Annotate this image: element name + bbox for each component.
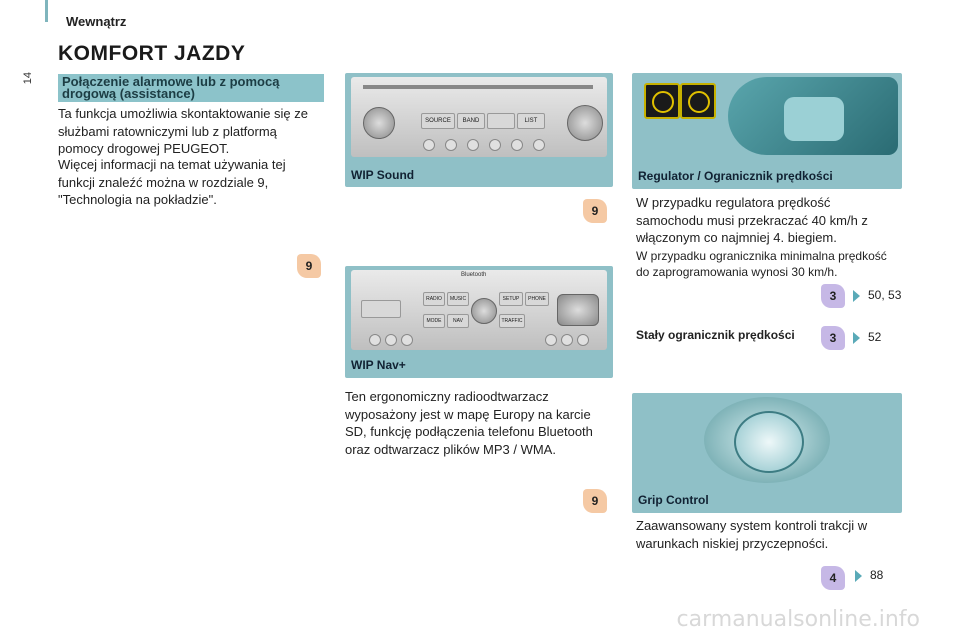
speedometer-icon bbox=[644, 83, 680, 119]
preset-button bbox=[561, 334, 573, 346]
chapter-badge[interactable]: 4 bbox=[821, 566, 845, 590]
source-button: SOURCE bbox=[421, 113, 455, 129]
wip-nav-device-image: Bluetooth RADIO MUSIC SETUP PHONE MODE N… bbox=[351, 270, 607, 350]
center-knob bbox=[471, 298, 497, 324]
wip-nav-description: Ten ergonomiczny radioodtwarzacz wyposaż… bbox=[345, 389, 593, 457]
wip-sound-label: WIP Sound bbox=[351, 168, 415, 182]
vol-button bbox=[361, 300, 401, 318]
traffic-button: TRAFFIC bbox=[499, 314, 525, 328]
preset-button bbox=[467, 139, 479, 151]
page-reference[interactable]: 50, 53 bbox=[868, 288, 902, 302]
list-button: LIST bbox=[517, 113, 545, 129]
wip-sound-panel: SOURCE BAND LIST WIP Sound bbox=[345, 73, 613, 187]
preset-button bbox=[423, 139, 435, 151]
bluetooth-label: Bluetooth bbox=[461, 272, 487, 278]
preset-button bbox=[511, 139, 523, 151]
nav-button: NAV bbox=[447, 314, 469, 328]
arrow-right-icon bbox=[855, 570, 862, 582]
section-label: Wewnątrz bbox=[66, 14, 127, 29]
chapter-badge[interactable]: 3 bbox=[821, 326, 845, 350]
music-button bbox=[487, 113, 515, 129]
preset-button bbox=[577, 334, 589, 346]
wip-nav-label: WIP Nav+ bbox=[351, 358, 406, 372]
page-reference[interactable]: 52 bbox=[868, 330, 882, 344]
watermark: carmanualsonline.info bbox=[676, 607, 920, 632]
grip-control-text: Zaawansowany system kontroli trakcji w w… bbox=[636, 518, 868, 551]
fixed-limiter-label: Stały ogranicznik prędkości bbox=[636, 328, 795, 342]
preset-button bbox=[545, 334, 557, 346]
nav-pad bbox=[567, 105, 603, 141]
speed-limiter-icon bbox=[680, 83, 716, 119]
assistance-subheading: Połączenie alarmowe lub z pomocą drogową… bbox=[58, 74, 324, 102]
preset-button bbox=[445, 139, 457, 151]
grip-control-knob-image bbox=[704, 397, 830, 483]
wip-sound-device-image: SOURCE BAND LIST bbox=[351, 77, 607, 157]
band-button: BAND bbox=[457, 113, 485, 129]
page-number: 14 bbox=[22, 72, 34, 85]
music-button: MUSIC bbox=[447, 292, 469, 306]
preset-button bbox=[401, 334, 413, 346]
assistance-paragraph-2: Więcej informacji na temat używania tej … bbox=[58, 157, 286, 207]
wip-nav-panel: Bluetooth RADIO MUSIC SETUP PHONE MODE N… bbox=[345, 266, 613, 378]
mode-button: MODE bbox=[423, 314, 445, 328]
arrow-right-icon bbox=[853, 290, 860, 302]
radio-button: RADIO bbox=[423, 292, 445, 306]
regulator-label: Regulator / Ogranicznik prędkości bbox=[638, 169, 833, 183]
phone-button: PHONE bbox=[525, 292, 549, 306]
preset-button bbox=[369, 334, 381, 346]
page-reference[interactable]: 88 bbox=[870, 568, 884, 582]
chapter-badge[interactable]: 9 bbox=[297, 254, 321, 278]
assistance-subheading-text: Połączenie alarmowe lub z pomocą drogową… bbox=[62, 74, 280, 101]
chapter-badge[interactable]: 9 bbox=[583, 489, 607, 513]
regulator-panel: Regulator / Ogranicznik prędkości bbox=[632, 73, 902, 189]
cd-slot bbox=[363, 85, 593, 89]
chapter-badge[interactable]: 3 bbox=[821, 284, 845, 308]
preset-button bbox=[385, 334, 397, 346]
limiter-text: W przypadku ogranicznika minimalna prędk… bbox=[636, 249, 887, 279]
preset-button bbox=[489, 139, 501, 151]
grip-control-label: Grip Control bbox=[638, 493, 709, 507]
chapter-badge[interactable]: 9 bbox=[583, 199, 607, 223]
arrow-right-icon bbox=[853, 332, 860, 344]
volume-knob bbox=[363, 107, 395, 139]
grip-control-panel: Grip Control bbox=[632, 393, 902, 513]
setup-button: SETUP bbox=[499, 292, 523, 306]
cruise-control-stalk-image bbox=[728, 77, 898, 155]
nav-pad bbox=[557, 294, 599, 326]
assistance-paragraph-1: Ta funkcja umożliwia skontaktowanie się … bbox=[58, 106, 309, 156]
regulator-text: W przypadku regulatora prędkość samochod… bbox=[636, 195, 868, 245]
section-marker-bar bbox=[45, 0, 48, 22]
preset-button bbox=[533, 139, 545, 151]
page-title: KOMFORT JAZDY bbox=[58, 42, 246, 65]
